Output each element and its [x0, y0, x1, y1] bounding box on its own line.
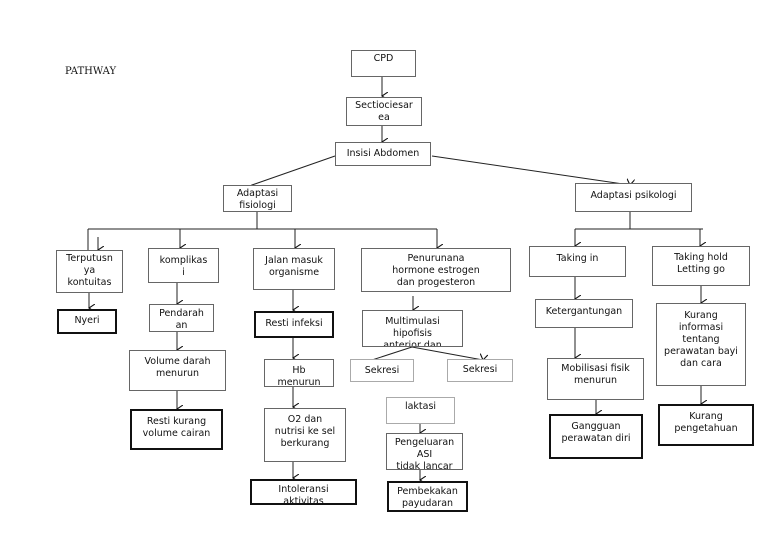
arrow-sekresi-left	[372, 346, 413, 360]
arrow-insisi-fisiologi	[252, 155, 336, 185]
node-resti-infeksi: Resti infeksi	[254, 311, 334, 338]
arrow-sekresi-right	[411, 346, 483, 360]
node-sekresi-left: Sekresi	[350, 359, 414, 382]
node-taking-in: Taking in	[529, 246, 626, 277]
node-sekresi-right: Sekresi	[447, 359, 513, 382]
arrow-insisi-psikologi	[431, 155, 630, 185]
node-adaptasi-psikologi: Adaptasi psikologi	[575, 183, 692, 212]
diagram-title: PATHWAY	[65, 66, 117, 77]
node-laktasi: laktasi	[386, 397, 455, 424]
node-insisi: Insisi Abdomen	[335, 142, 431, 166]
node-ketergantungan: Ketergantungan	[535, 299, 633, 328]
node-nyeri: Nyeri	[57, 309, 117, 334]
node-cpd: CPD	[351, 50, 416, 77]
